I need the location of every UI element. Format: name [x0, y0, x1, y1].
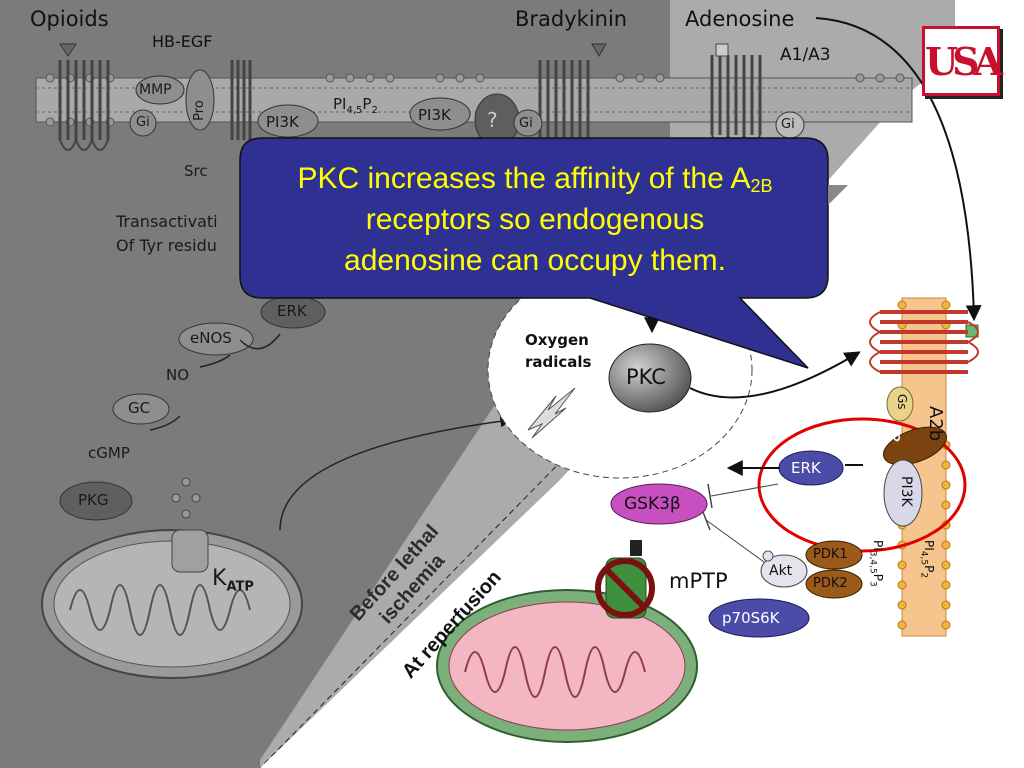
pdk1-label: PDK1	[813, 547, 848, 562]
gsk3b-label: GSK3β	[624, 494, 681, 514]
membrane-protein-shapes	[129, 69, 805, 147]
transactivation-label-2: Of Tyr residu	[116, 236, 217, 255]
callout-text: PKC increases the affinity of the A2B re…	[297, 162, 773, 277]
gc-label: GC	[128, 399, 151, 417]
pi45p2-right-label: PI4,5P2	[918, 540, 936, 579]
radicals-label: radicals	[525, 353, 592, 371]
highlight-circle	[757, 417, 967, 553]
erk-left-label: ERK	[277, 302, 307, 320]
gi-left-label: Gi	[136, 115, 150, 130]
mptp-label: mPTP	[669, 569, 728, 593]
right-mitochondrion	[436, 540, 698, 743]
katp-label: KATP	[212, 566, 254, 595]
transactivation-label-1: Transactivati	[116, 212, 218, 231]
gi-right-label: Gi	[781, 117, 795, 132]
cgmp-label: cGMP	[88, 444, 130, 462]
left-pathway-ovals	[59, 295, 326, 521]
akt-label: Akt	[769, 563, 793, 579]
a1-a3-label: A1/A3	[780, 45, 831, 65]
question-right-label: ?	[882, 433, 903, 443]
a2b-label: A2b	[925, 406, 946, 442]
lightning-bolt-icon	[527, 387, 576, 439]
pi345p3-label: PI3,4,5P3	[867, 540, 885, 587]
pkc-node	[608, 343, 692, 413]
pro-label: Pro	[191, 100, 207, 121]
pkg-label: PKG	[78, 491, 109, 509]
callout-bubble	[239, 137, 829, 369]
pi45p2-left-label: PI4,5P2	[333, 95, 378, 116]
adenosine-label: Adenosine	[685, 7, 795, 31]
mmp-label: MMP	[139, 82, 172, 98]
erk-right-label: ERK	[791, 459, 821, 477]
oxygen-label: Oxygen	[525, 331, 589, 349]
src-label: Src	[184, 162, 208, 180]
university-logo: USA	[922, 26, 1003, 96]
no-label: NO	[166, 366, 190, 384]
gi-mid-label: Gi	[519, 116, 533, 131]
gs-label: Gs	[895, 394, 909, 410]
enos-label: eNOS	[190, 329, 232, 347]
pi3k-mid-label: PI3K	[418, 106, 451, 124]
left-mitochondrion	[41, 477, 303, 679]
bradykinin-label: Bradykinin	[515, 7, 628, 31]
no-sign-icon	[595, 558, 655, 618]
pkc-label: PKC	[626, 365, 666, 389]
pi3k-right-label: PI3K	[898, 476, 914, 507]
opioids-label: Opioids	[30, 7, 109, 31]
pi3k-left-label: PI3K	[266, 113, 299, 131]
pdk2-label: PDK2	[813, 576, 848, 591]
hb-egf-label: HB-EGF	[152, 32, 213, 51]
question-mid-label: ?	[487, 108, 498, 132]
p70s6k-label: p70S6K	[722, 609, 780, 627]
